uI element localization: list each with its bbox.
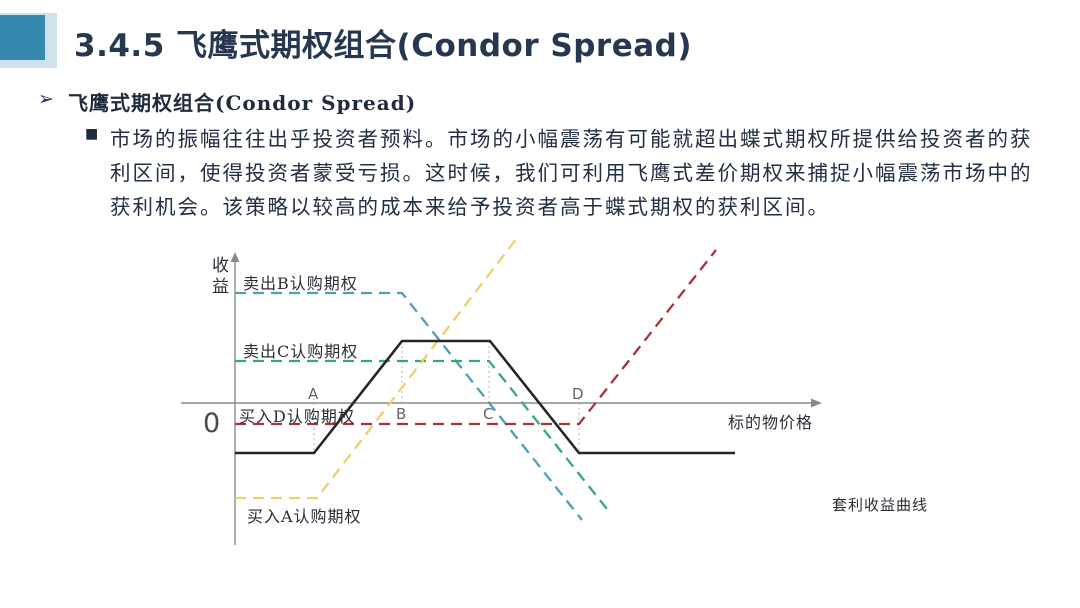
- sell-c-call-label: 卖出C认购期权: [243, 342, 359, 361]
- buy-a-call-label: 买入A认购期权: [247, 507, 362, 526]
- buy-a-call-line: [235, 237, 518, 500]
- buy-d-call-label: 买入D认购期权: [239, 407, 355, 426]
- origin-zero-label: 0: [203, 408, 221, 439]
- x-axis-label: 标的物价格: [728, 413, 814, 432]
- y-axis-label: 收益: [208, 256, 228, 298]
- buy-d-call-line: [235, 249, 717, 426]
- sell-b-call-label: 卖出B认购期权: [243, 274, 358, 293]
- square-bullet-icon: ■: [85, 126, 99, 142]
- sell-b-call-line: [235, 291, 583, 521]
- arrow-bullet-icon: ➢: [38, 88, 54, 110]
- combined-curve-label: 套利收益曲线: [832, 496, 929, 514]
- condor-payoff-line: [235, 339, 735, 455]
- strike-b-label: B: [396, 405, 407, 423]
- sell-c-call-line: [235, 359, 608, 510]
- body-paragraph: 市场的振幅往往出乎投资者预料。市场的小幅震荡有可能就超出蝶式期权所提供给投资者的…: [110, 127, 1033, 219]
- title-accent-square: [0, 15, 45, 60]
- strike-a-label: A: [308, 385, 319, 403]
- strike-c-label: C: [483, 405, 494, 423]
- y-axis-arrow-icon: [230, 252, 240, 262]
- slide-title: 3.4.5 飞鹰式期权组合(Condor Spread): [74, 28, 693, 64]
- x-axis-arrow-icon: [811, 398, 822, 408]
- section-heading: 飞鹰式期权组合(Condor Spread): [68, 91, 417, 115]
- strike-d-label: D: [572, 385, 584, 403]
